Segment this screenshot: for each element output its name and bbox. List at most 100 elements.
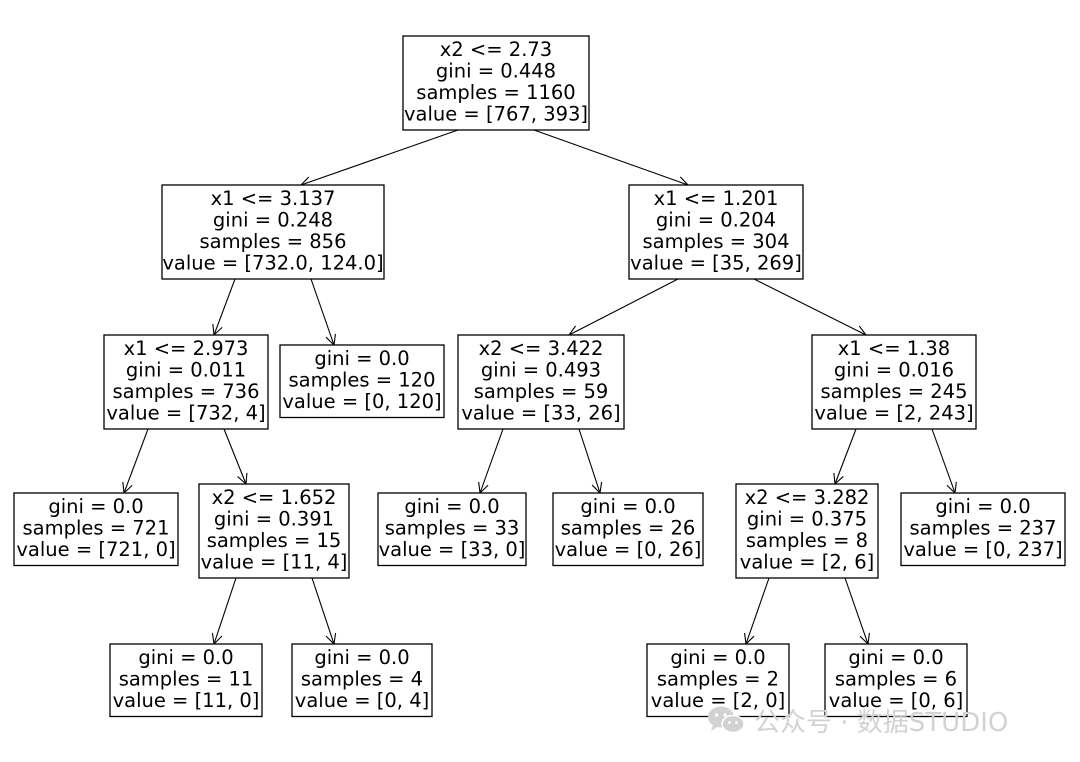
tree-edge-arrow [223, 428, 246, 484]
tree-node-box [279, 344, 445, 419]
tree-node-line: samples = 736 [112, 380, 259, 403]
tree-node-line: value = [0, 4] [295, 689, 429, 712]
tree-node-box [811, 334, 977, 430]
tree-edge-arrow [746, 577, 770, 644]
tree-edge-arrow [310, 278, 334, 345]
tree-edge-arrow [835, 428, 857, 484]
tree-node-line: samples = 721 [22, 517, 169, 540]
tree-node-line: value = [767, 393] [404, 103, 588, 126]
tree-node-line: value = [33, 0] [379, 538, 526, 561]
tree-node-line: value = [35, 269] [630, 252, 802, 275]
tree-node-line: samples = 245 [820, 380, 967, 403]
tree-node-line: value = [0, 237] [903, 538, 1062, 561]
tree-node-line: gini = 0.0 [670, 646, 765, 669]
tree-node-line: gini = 0.0 [580, 495, 675, 518]
tree-edge-arrow [844, 577, 868, 644]
tree-node-line: gini = 0.448 [436, 60, 556, 83]
tree-node-line: gini = 0.204 [656, 209, 776, 232]
tree-node-line: x2 <= 3.282 [745, 486, 870, 509]
tree-node-box [552, 492, 704, 567]
tree-node-line: gini = 0.0 [48, 495, 143, 518]
tree-edge-arrow [301, 129, 459, 185]
tree-node-line: value = [2, 6] [740, 551, 874, 574]
tree-node-line: samples = 26 [561, 517, 696, 540]
tree-edge-arrow [214, 278, 236, 335]
tree-node-line: value = [33, 26] [461, 402, 620, 425]
tree-node-line: samples = 856 [199, 230, 346, 253]
tree-node-line: samples = 11 [119, 668, 254, 691]
tree-node-box [735, 483, 879, 579]
tree-node-line: samples = 304 [642, 230, 789, 253]
tree-node-line: x2 <= 1.652 [212, 486, 337, 509]
tree-node-line: samples = 8 [746, 529, 868, 552]
tree-node-line: samples = 59 [474, 380, 609, 403]
tree-node-line: samples = 4 [301, 668, 423, 691]
tree-node-box [646, 643, 790, 718]
tree-node-line: gini = 0.0 [314, 347, 409, 370]
tree-edge-arrow [753, 278, 866, 335]
tree-node-line: x2 <= 3.422 [479, 337, 604, 360]
tree-edge-arrow [124, 428, 149, 493]
tree-node-box [457, 334, 625, 430]
tree-node-line: value = [0, 120] [282, 390, 441, 413]
tree-node-line: samples = 2 [657, 668, 779, 691]
tree-edge-arrow [578, 428, 600, 493]
tree-node-line: value = [11, 0] [113, 689, 260, 712]
tree-node-line: value = [2, 243] [814, 402, 973, 425]
tree-node-line: gini = 0.248 [213, 209, 333, 232]
tree-node-line: gini = 0.0 [314, 646, 409, 669]
tree-edge-arrow [931, 428, 955, 493]
tree-node-box [377, 492, 527, 567]
tree-node-box [13, 492, 179, 567]
tree-node-line: gini = 0.0 [138, 646, 233, 669]
tree-node-box [161, 184, 385, 280]
tree-node-box [402, 35, 590, 131]
tree-node-line: samples = 6 [835, 668, 957, 691]
tree-edges [124, 129, 955, 644]
tree-node-line: value = [11, 4] [201, 551, 348, 574]
watermark: 公众号 · 数据STUDIO [706, 700, 1056, 740]
tree-edge-arrow [311, 577, 334, 644]
tree-node-box [109, 643, 263, 718]
tree-edge-arrow [533, 129, 688, 185]
tree-node-line: x1 <= 3.137 [211, 187, 336, 210]
tree-node-line: x1 <= 1.38 [838, 337, 950, 360]
tree-node-line: gini = 0.011 [126, 359, 246, 382]
tree-node-line: samples = 15 [207, 529, 342, 552]
tree-node-line: x1 <= 2.973 [124, 337, 249, 360]
tree-node-line: value = [721, 0] [16, 538, 175, 561]
tree-node-line: samples = 33 [385, 517, 520, 540]
tree-node-line: value = [732, 4] [106, 402, 265, 425]
tree-node-box [824, 643, 968, 718]
tree-node-line: gini = 0.0 [404, 495, 499, 518]
wechat-icon [708, 706, 745, 734]
tree-node-line: value = [0, 6] [829, 689, 963, 712]
tree-node-line: value = [732.0, 124.0] [162, 252, 383, 275]
tree-edge-arrow [480, 428, 504, 493]
tree-node-line: gini = 0.391 [214, 508, 334, 531]
tree-node-line: x2 <= 2.73 [440, 38, 552, 61]
tree-node-line: value = [0, 26] [555, 538, 702, 561]
tree-node-line: gini = 0.375 [747, 508, 867, 531]
tree-node-line: x1 <= 1.201 [654, 187, 779, 210]
tree-node-box [103, 334, 269, 430]
tree-node-line: samples = 120 [288, 369, 435, 392]
watermark-text: 公众号 · 数据STUDIO [754, 707, 1009, 738]
tree-node-box [291, 643, 433, 718]
